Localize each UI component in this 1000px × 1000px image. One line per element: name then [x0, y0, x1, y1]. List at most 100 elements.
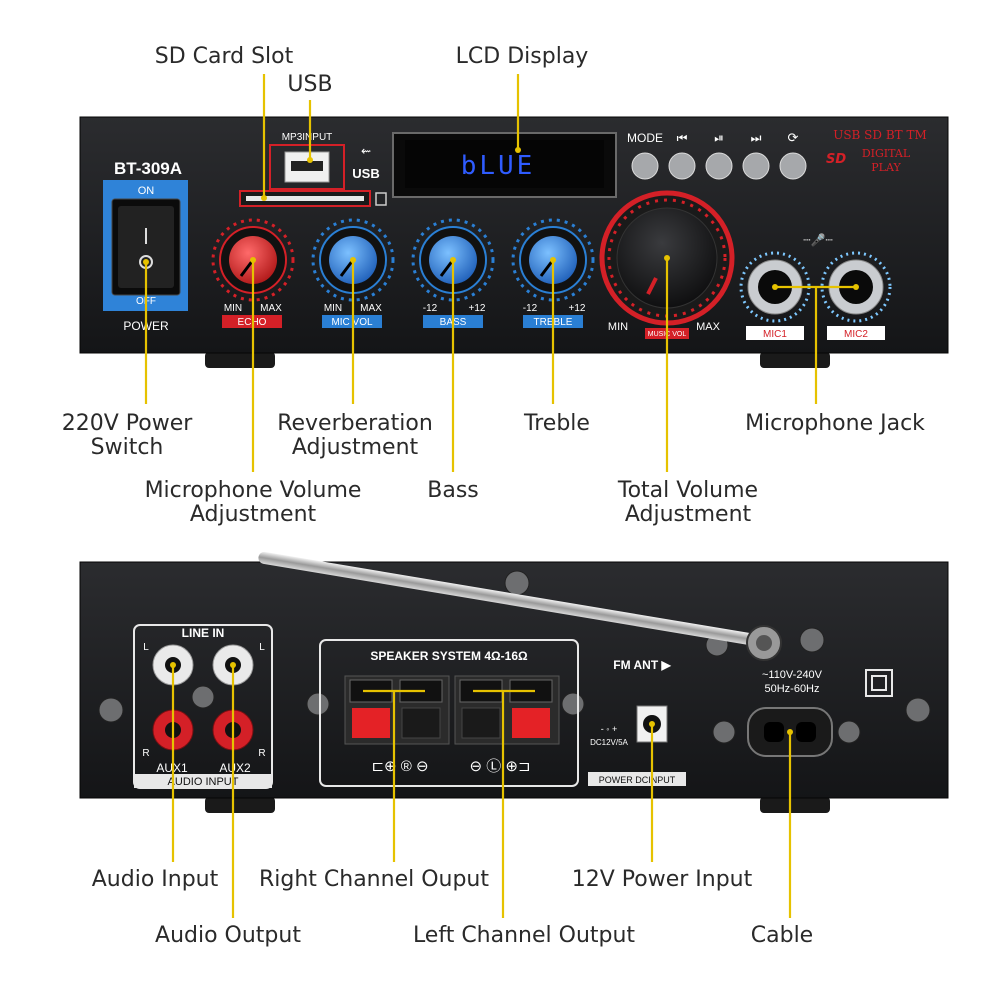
mp3-input-label: MP3INPUT	[282, 132, 333, 143]
mic-vol-min-label: MIN	[324, 303, 342, 314]
mic-vol-led-ring	[311, 218, 395, 302]
play-pause-icon: ⏯	[714, 131, 724, 145]
repeat-button[interactable]	[779, 152, 807, 180]
rocker-face	[118, 206, 174, 288]
r-mark-right: R	[258, 748, 265, 759]
volume-knob-pointer	[646, 277, 658, 295]
next-button[interactable]	[742, 152, 770, 180]
screw-icon	[504, 570, 530, 596]
double-insulation-icon-inner	[871, 675, 887, 691]
treble-max-label: +12	[569, 303, 586, 314]
front-panel: BT-309A ON OFF POWER MP3INPUT ⇜ USB bLUE…	[79, 116, 949, 368]
callout-mic-volume-line1: Microphone Volume	[145, 478, 362, 503]
next-icon: ⏭	[751, 131, 762, 145]
format-badge-line1: USB SD BT TM	[833, 128, 927, 142]
front-foot-left	[205, 352, 275, 368]
left-negative-clip[interactable]	[461, 707, 501, 739]
mic1-tag	[746, 326, 804, 340]
back-foot-right	[760, 797, 830, 813]
callout-audio-output: Audio Output	[155, 923, 301, 948]
mic2-tag	[827, 326, 885, 340]
treble-min-label: -12	[523, 303, 538, 314]
leader-mic-volume-dot	[250, 257, 256, 263]
mode-button[interactable]	[631, 152, 659, 180]
back-callouts: Audio Input Right Channel Ouput 12V Powe…	[92, 662, 813, 948]
antenna-base-center	[756, 635, 772, 651]
speaker-system-label: SPEAKER SYSTEM 4Ω-16Ω	[370, 649, 528, 663]
leader-power-switch-dot	[143, 259, 149, 265]
leader-usb-dot	[307, 157, 313, 163]
speaker-terminals	[344, 675, 560, 745]
leader-power-input-dot	[649, 721, 655, 727]
ac-pin-right	[796, 722, 816, 742]
screw-icon	[905, 697, 931, 723]
leader-reverberation-dot	[350, 257, 356, 263]
format-badge-line2: DIGITAL	[862, 147, 911, 160]
leader-right-channel	[363, 689, 425, 862]
callout-audio-input: Audio Input	[92, 867, 219, 892]
callout-usb: USB	[287, 72, 332, 97]
back-foot-left	[205, 797, 275, 813]
lcd-screen	[405, 140, 604, 188]
screw-icon	[799, 627, 825, 653]
speaker-panel	[319, 639, 579, 787]
callout-left-channel: Left Channel Output	[413, 923, 635, 948]
play-pause-button[interactable]	[705, 152, 733, 180]
leader-microphone-jack-dot2	[853, 284, 859, 290]
ac-pin-left	[764, 722, 784, 742]
echo-max-label: MAX	[260, 303, 282, 314]
leader-microphone-jack	[775, 285, 856, 404]
sd-card-icon	[375, 192, 387, 206]
volume-max-label: MAX	[696, 321, 721, 333]
callout-power-switch-line1: 220V Power	[62, 411, 194, 436]
leader-audio-output-dot	[230, 662, 236, 668]
voltage-line2: 50Hz-60Hz	[764, 683, 819, 695]
echo-led-ring	[211, 218, 295, 302]
usb-frame	[269, 144, 345, 190]
fm-antenna[interactable]	[258, 551, 782, 661]
callout-power-switch-line2: Switch	[91, 435, 164, 460]
r-mark-left: R	[142, 748, 149, 759]
callout-microphone-jack: Microphone Jack	[745, 411, 925, 436]
mode-label: MODE	[627, 131, 663, 145]
mic2-label: MIC2	[844, 329, 868, 340]
callout-treble: Treble	[523, 411, 590, 436]
leader-total-volume-dot	[664, 255, 670, 261]
leader-bass-dot	[450, 257, 456, 263]
format-badge-line3: PLAY	[871, 161, 901, 174]
power-dc-strip	[588, 772, 686, 786]
callout-lcd-display: LCD Display	[456, 44, 589, 69]
fm-ant-label: FM ANT ▶	[613, 658, 671, 672]
left-positive-clip[interactable]	[512, 708, 550, 738]
leader-sd-card-slot-dot	[261, 195, 267, 201]
prev-button[interactable]	[668, 152, 696, 180]
line-in-label: LINE IN	[182, 626, 225, 640]
echo-min-label: MIN	[224, 303, 242, 314]
usb-label: USB	[352, 166, 379, 181]
usb-symbol-icon: ⇜	[361, 144, 371, 158]
mic1-label: MIC1	[763, 329, 787, 340]
volume-min-label: MIN	[608, 321, 628, 333]
callout-mic-volume-line2: Adjustment	[190, 502, 317, 527]
front-foot-right	[760, 352, 830, 368]
model-label: BT-309A	[114, 159, 182, 178]
leader-left-channel	[473, 689, 535, 918]
screw-icon	[837, 720, 861, 744]
leader-audio-input-dot	[170, 662, 176, 668]
callout-power-input: 12V Power Input	[572, 867, 753, 892]
callout-bass: Bass	[427, 478, 479, 503]
callout-total-volume-line1: Total Volume	[617, 478, 758, 503]
antenna-rod	[258, 551, 762, 647]
right-polarity-icon: ⊏⊕ ® ⊖	[371, 758, 428, 775]
right-positive-clip[interactable]	[352, 708, 390, 738]
callout-reverberation-line1: Reverberation	[277, 411, 433, 436]
back-panel: LINE IN L L R R AUX1 AUX2 AUDIO INPUT SP…	[79, 551, 949, 813]
right-negative-clip[interactable]	[401, 707, 441, 739]
screw-icon	[712, 720, 736, 744]
bass-min-label: -12	[423, 303, 438, 314]
lcd-text: bLUE	[461, 151, 536, 181]
mic-vol-max-label: MAX	[360, 303, 382, 314]
callout-reverberation-line2: Adjustment	[292, 435, 419, 460]
leader-cable-dot	[787, 729, 793, 735]
callout-cable: Cable	[751, 923, 813, 948]
